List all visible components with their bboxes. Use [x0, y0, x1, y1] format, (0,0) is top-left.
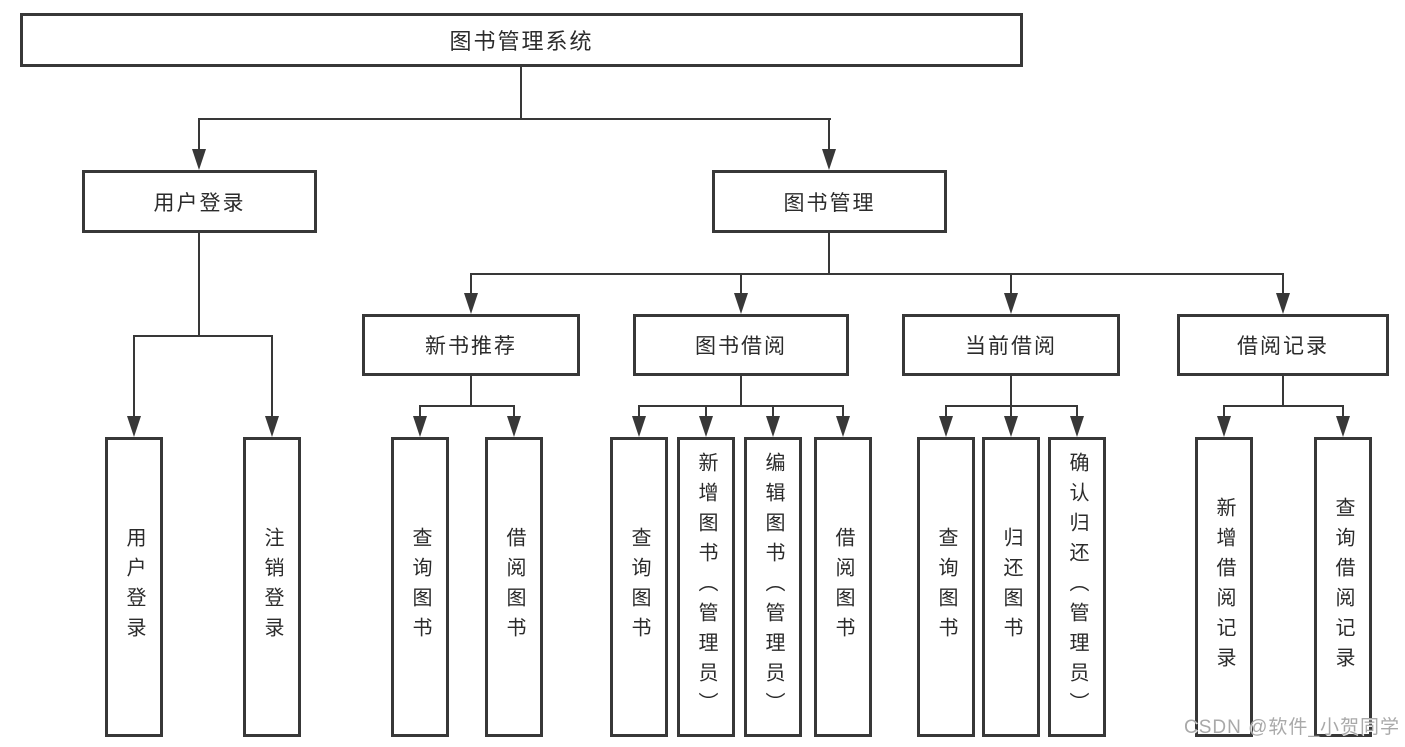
node-label: 图书管理系统	[449, 29, 594, 54]
node-label: 查询图书	[409, 527, 431, 647]
connector-line	[520, 67, 522, 120]
arrow-down-icon	[1004, 416, 1018, 437]
leaf-query-book-recommend: 查询图书	[391, 437, 449, 737]
arrow-down-icon	[413, 416, 427, 437]
node-label: 查询图书	[935, 527, 957, 647]
connector-line	[198, 118, 200, 154]
arrow-down-icon	[1217, 416, 1231, 437]
node-label: 图书管理	[783, 191, 876, 215]
arrow-down-icon	[632, 416, 646, 437]
arrow-down-icon	[1070, 416, 1084, 437]
leaf-query-borrow-record: 查询借阅记录	[1314, 437, 1372, 737]
connector-line	[1282, 376, 1284, 407]
connector-line	[198, 118, 831, 120]
csdn-watermark: CSDN @软件_小贺同学	[1184, 717, 1400, 738]
node-root-system: 图书管理系统	[20, 13, 1023, 67]
connector-line	[1010, 376, 1012, 407]
node-label: 借阅图书	[503, 527, 525, 647]
arrow-down-icon	[192, 149, 206, 170]
connector-line	[740, 376, 742, 407]
node-current-borrow: 当前借阅	[902, 314, 1120, 376]
leaf-edit-book-admin: 编辑图书（管理员）	[744, 437, 802, 737]
arrow-down-icon	[699, 416, 713, 437]
node-label: 确认归还（管理员）	[1066, 452, 1088, 722]
node-label: 新书推荐	[425, 335, 517, 358]
connector-line	[470, 273, 1284, 275]
node-label: 用户登录	[123, 527, 145, 647]
leaf-confirm-return-admin: 确认归还（管理员）	[1048, 437, 1106, 737]
leaf-borrow-book: 借阅图书	[814, 437, 872, 737]
node-label: 借阅图书	[832, 527, 854, 647]
connector-line	[133, 335, 273, 337]
arrow-down-icon	[734, 293, 748, 314]
arrow-down-icon	[822, 149, 836, 170]
arrow-down-icon	[464, 293, 478, 314]
leaf-return-book: 归还图书	[982, 437, 1040, 737]
node-label: 查询借阅记录	[1332, 497, 1354, 677]
connector-line	[470, 376, 472, 407]
node-borrow-records: 借阅记录	[1177, 314, 1389, 376]
arrow-down-icon	[766, 416, 780, 437]
leaf-query-book-current: 查询图书	[917, 437, 975, 737]
connector-line	[198, 233, 200, 337]
node-label: 图书借阅	[695, 335, 787, 358]
leaf-add-borrow-record: 新增借阅记录	[1195, 437, 1253, 737]
connector-line	[1282, 273, 1284, 295]
node-label: 新增借阅记录	[1213, 497, 1235, 677]
arrow-down-icon	[1004, 293, 1018, 314]
connector-line	[470, 273, 472, 295]
leaf-user-login: 用户登录	[105, 437, 163, 737]
connector-line	[740, 273, 742, 295]
connector-line	[271, 335, 273, 417]
arrow-down-icon	[836, 416, 850, 437]
connector-line	[828, 233, 830, 275]
node-label: 当前借阅	[965, 335, 1057, 358]
arrow-down-icon	[1336, 416, 1350, 437]
connector-line	[133, 335, 135, 417]
connector-line	[638, 405, 844, 407]
node-new-book-recommend: 新书推荐	[362, 314, 580, 376]
arrow-down-icon	[265, 416, 279, 437]
node-label: 注销登录	[261, 527, 283, 647]
arrow-down-icon	[127, 416, 141, 437]
arrow-down-icon	[939, 416, 953, 437]
node-label: 新增图书（管理员）	[695, 452, 717, 722]
node-label: 归还图书	[1000, 527, 1022, 647]
connector-line	[1010, 273, 1012, 295]
node-label: 查询图书	[628, 527, 650, 647]
node-label: 用户登录	[153, 191, 246, 215]
connector-line	[828, 118, 830, 154]
arrow-down-icon	[1276, 293, 1290, 314]
node-label: 借阅记录	[1237, 335, 1329, 358]
node-label: 编辑图书（管理员）	[762, 452, 784, 722]
leaf-borrow-book-recommend: 借阅图书	[485, 437, 543, 737]
connector-line	[1223, 405, 1344, 407]
arrow-down-icon	[507, 416, 521, 437]
leaf-query-book-borrow: 查询图书	[610, 437, 668, 737]
leaf-add-book-admin: 新增图书（管理员）	[677, 437, 735, 737]
connector-line	[419, 405, 515, 407]
leaf-logout: 注销登录	[243, 437, 301, 737]
node-book-management: 图书管理	[712, 170, 947, 233]
node-book-borrow: 图书借阅	[633, 314, 849, 376]
node-user-login: 用户登录	[82, 170, 317, 233]
